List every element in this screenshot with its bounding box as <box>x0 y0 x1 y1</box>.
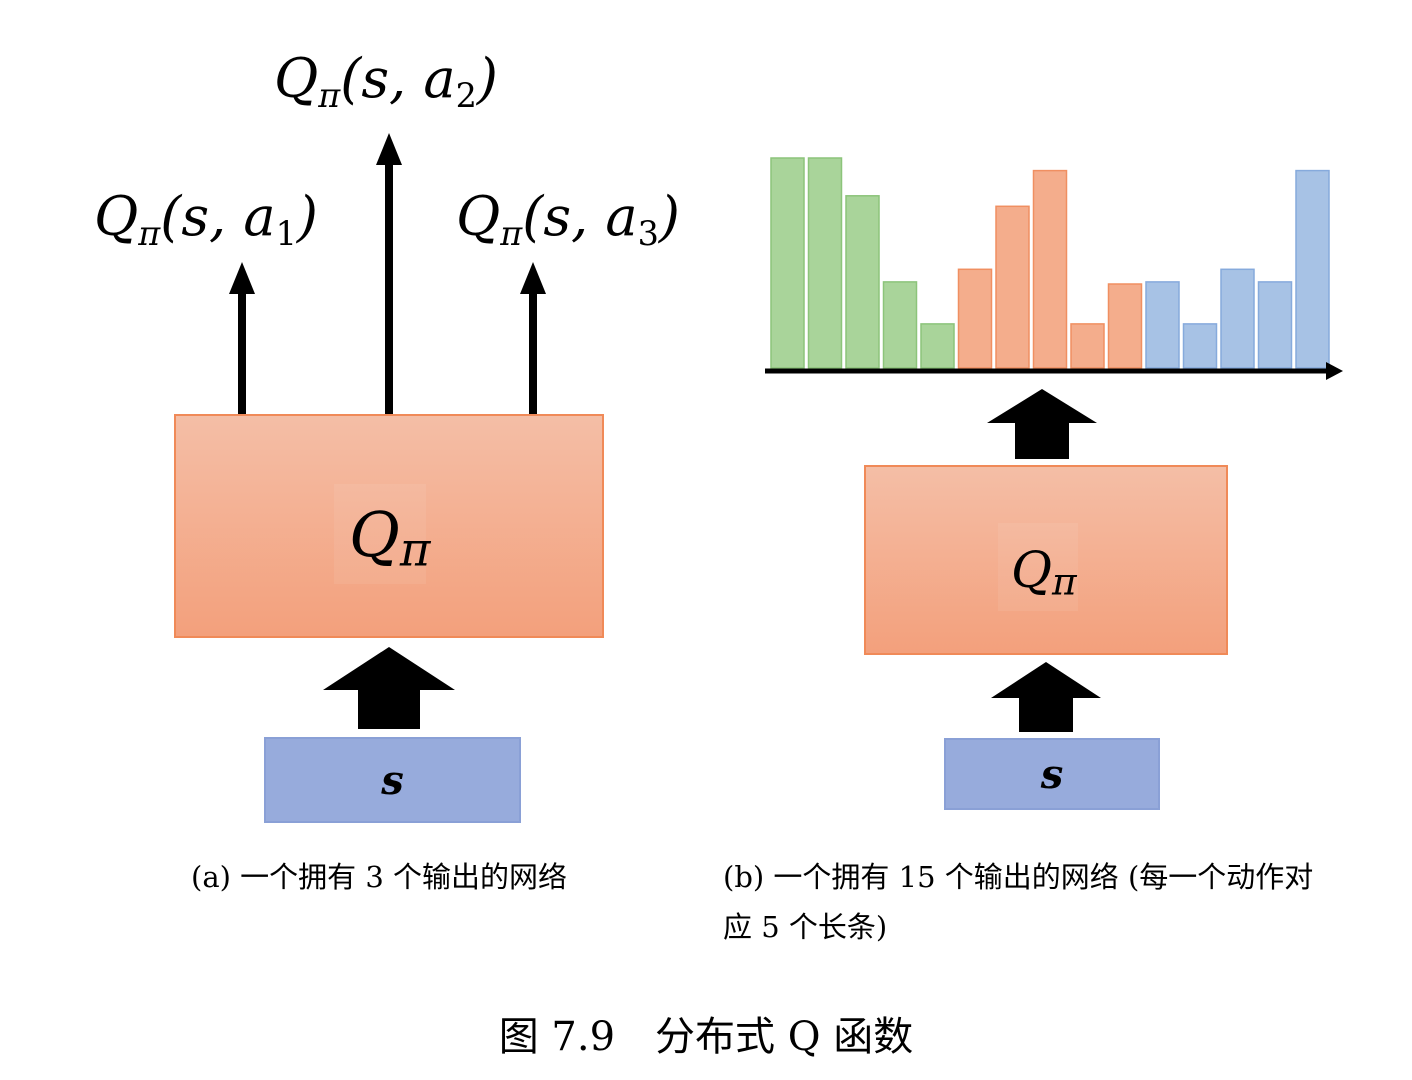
distribution-chart <box>765 157 1343 380</box>
bar-action-2 <box>995 205 1030 369</box>
state-input-box-a: s <box>264 737 521 823</box>
q-label-backdrop <box>998 523 1078 611</box>
bars-group <box>770 157 1330 369</box>
q-network-label: Qπ <box>349 498 431 577</box>
input-arrow-icon <box>323 647 455 729</box>
q-label-backdrop <box>334 484 426 584</box>
arrow-shaft <box>238 292 246 416</box>
arrow-shaft <box>385 163 393 416</box>
bar-action-3 <box>1257 281 1293 369</box>
bar-action-1 <box>770 157 805 369</box>
figure-title: 图 7.9 分布式 Q 函数 <box>498 1014 914 1060</box>
output-label-a3: Qπ(s, a3) <box>456 185 680 254</box>
x-axis-arrow-icon <box>1326 362 1343 380</box>
bar-action-3 <box>1182 323 1218 369</box>
bar-action-2 <box>1107 283 1143 369</box>
q-network-box-b: Qπ <box>864 465 1228 655</box>
input-arrow-icon <box>991 662 1101 732</box>
bar-action-1 <box>845 195 880 369</box>
bar-action-2 <box>1032 169 1068 369</box>
bar-action-3 <box>1220 268 1255 369</box>
bar-action-3 <box>1145 281 1180 369</box>
output-arrow-icon <box>987 389 1097 459</box>
output-label-a2: Qπ(s, a2) <box>274 47 498 116</box>
arrow-head-icon <box>376 133 402 165</box>
state-label: s <box>381 756 404 804</box>
bar-action-1 <box>807 157 843 369</box>
arrow-head-icon <box>520 262 546 294</box>
bar-action-2 <box>1070 323 1105 369</box>
state-input-box-b: s <box>944 738 1160 810</box>
bar-action-2 <box>957 268 993 369</box>
bar-action-1 <box>920 323 955 369</box>
output-label-a1: Qπ(s, a1) <box>94 185 318 254</box>
q-network-label: Qπ <box>1011 541 1077 604</box>
state-label: s <box>1040 750 1064 798</box>
q-network-box-a: Qπ <box>174 414 604 638</box>
arrow-head-icon <box>229 262 255 294</box>
caption-a: (a) 一个拥有 3 个输出的网络 <box>191 860 568 894</box>
caption-b-line-1: (b) 一个拥有 15 个输出的网络 (每一个动作对 <box>723 860 1314 894</box>
caption-b-line-2: 应 5 个长条) <box>723 910 888 944</box>
arrow-shaft <box>529 292 537 416</box>
bar-action-1 <box>882 281 918 369</box>
bar-action-3 <box>1295 169 1330 369</box>
